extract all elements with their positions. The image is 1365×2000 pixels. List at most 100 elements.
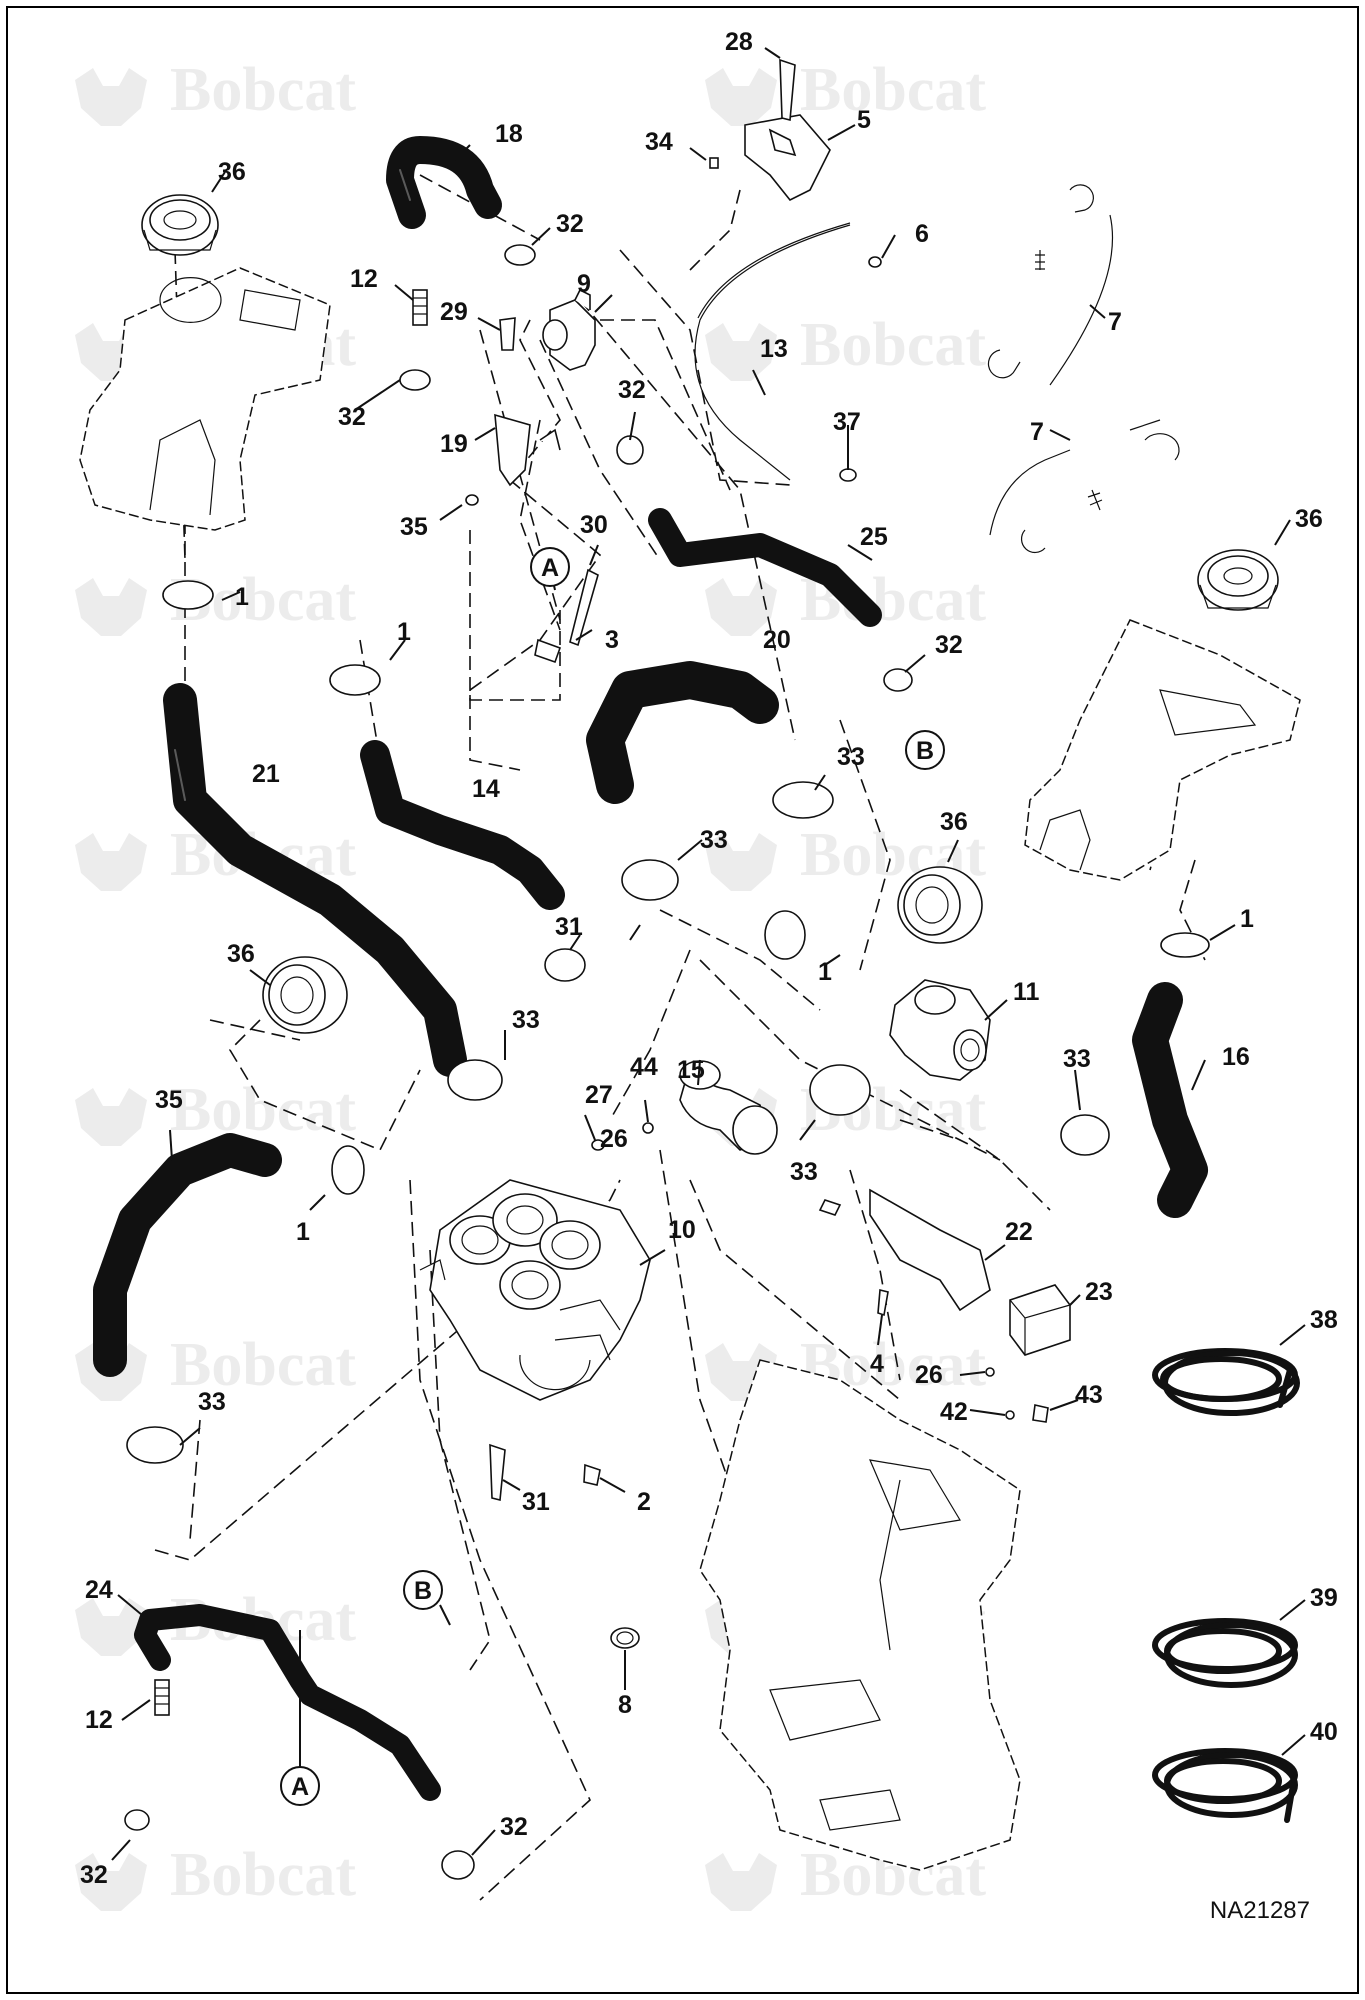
part-label-39: 38 — [1310, 1306, 1338, 1334]
watermark-logo-icon — [75, 68, 147, 126]
part-label-9: 9 — [577, 270, 591, 298]
part-label-34-c: 33 — [512, 1006, 540, 1034]
part-label-31: 31 — [522, 1488, 550, 1516]
part-label-24: 24 — [85, 1576, 113, 1604]
part-label-41: 40 — [1310, 1718, 1338, 1746]
part-label-32-a: 32 — [556, 210, 584, 238]
watermark-text: Bobcat — [800, 311, 986, 379]
watermark-logo-icon — [75, 578, 147, 636]
bracket-block — [869, 1188, 1071, 1356]
callout-b-lower: B — [414, 1577, 432, 1605]
part-label-37-lm: 36 — [227, 940, 255, 968]
part-label-32-e: 32 — [80, 1861, 108, 1889]
callout-b: B — [916, 737, 934, 765]
clip-assemblies — [987, 184, 1180, 554]
watermark-logo-icon — [705, 833, 777, 891]
watermark-logo-icon — [75, 1853, 147, 1911]
part-label-1-a: 1 — [235, 583, 249, 611]
part-label-1-r: 1 — [1240, 905, 1254, 933]
watermark-text: Bobcat — [170, 1331, 356, 1399]
part-label-1-b: 1 — [397, 618, 411, 646]
part-label-4: 4 — [870, 1350, 884, 1378]
engine-block — [419, 1179, 651, 1401]
part-label-29: 29 — [440, 298, 468, 326]
part-label-11: 11 — [1013, 978, 1040, 1006]
part-label-44: 44 — [630, 1053, 658, 1081]
part-label-2: 2 — [637, 1488, 651, 1516]
watermark-logo-icon — [705, 578, 777, 636]
part-label-12-top: 12 — [350, 265, 378, 293]
fittings — [494, 288, 596, 487]
callout-markers: A B B A — [280, 547, 945, 1806]
part-label-40: 39 — [1310, 1584, 1338, 1612]
part-label-1-d: 1 — [296, 1218, 310, 1246]
part-labels: 28 5 34 6 13 37 25 32 7 7 36 1 16 33 38 … — [80, 28, 1338, 1889]
part-label-32-d: 32 — [500, 1813, 528, 1841]
manifold — [889, 979, 991, 1081]
part-label-14: 14 — [472, 775, 500, 803]
part-label-37-m: 36 — [940, 808, 968, 836]
watermark-logo-icon — [75, 833, 147, 891]
watermark-logo-icon — [75, 1088, 147, 1146]
valve-cable — [694, 114, 882, 482]
right-shroud — [1024, 619, 1301, 881]
callout-a-lower: A — [291, 1773, 309, 1801]
wire-coils — [1152, 1348, 1300, 1823]
part-label-5: 5 — [857, 106, 871, 134]
watermark-logo-icon — [705, 323, 777, 381]
part-label-21: 19 — [440, 430, 468, 458]
part-label-7-mid: 7 — [1030, 418, 1044, 446]
watermark-text: Bobcat — [800, 56, 986, 124]
part-label-19: 20 — [763, 626, 791, 654]
watermark-text: Bobcat — [170, 1841, 356, 1909]
part-label-26-b: 26 — [915, 1361, 943, 1389]
part-label-35: 34 — [645, 128, 673, 156]
watermark-logo-icon — [705, 68, 777, 126]
part-label-34-e: 33 — [198, 1388, 226, 1416]
part-label-34-r: 33 — [1063, 1045, 1091, 1073]
watermark-logo-icon — [705, 1853, 777, 1911]
callout-circle-a — [530, 547, 570, 587]
part-label-16: 16 — [1222, 1043, 1250, 1071]
part-label-3: 3 — [605, 626, 619, 654]
part-label-30: 30 — [580, 511, 608, 539]
part-label-7-top: 7 — [1108, 308, 1122, 336]
part-label-18: 21 — [252, 760, 280, 788]
lower-housing — [699, 1359, 1021, 1871]
part-label-15: 15 — [677, 1056, 705, 1084]
part-label-34-a: 33 — [837, 743, 865, 771]
part-label-6: 6 — [915, 220, 929, 248]
drawing-code: NA21287 — [1210, 1897, 1310, 1924]
part-label-34-b: 33 — [700, 826, 728, 854]
watermark-text: Bobcat — [170, 1076, 356, 1144]
leader-lines — [111, 47, 1306, 1861]
part-label-20: 18 — [495, 120, 523, 148]
part-label-37-l: 36 — [218, 158, 246, 186]
part-label-27: 27 — [585, 1081, 613, 1109]
springs — [154, 289, 428, 1716]
part-label-25: 25 — [860, 523, 888, 551]
part-label-26-a: 26 — [600, 1125, 628, 1153]
part-label-32-c: 32 — [338, 403, 366, 431]
part-label-34-d: 33 — [790, 1158, 818, 1186]
callout-a: A — [541, 554, 559, 582]
part-label-13: 13 — [760, 335, 788, 363]
part-label-42: 42 — [940, 1398, 968, 1426]
watermark-text: Bobcat — [170, 56, 356, 124]
callout-circle-a-lower — [280, 1766, 320, 1806]
callout-circle-b — [905, 730, 945, 770]
part-label-36: 35 — [155, 1086, 183, 1114]
caps — [141, 194, 1279, 1034]
part-label-43: 43 — [1075, 1381, 1103, 1409]
clamps — [124, 244, 1210, 1880]
left-shroud — [79, 267, 331, 531]
part-label-28: 28 — [725, 28, 753, 56]
part-label-32-b: 32 — [618, 376, 646, 404]
small-hardware — [465, 58, 1049, 1649]
watermark-logo-icon — [75, 1598, 147, 1656]
part-label-38: 37 — [833, 408, 861, 436]
part-label-12-bottom: 12 — [85, 1706, 113, 1734]
part-label-36-top: 35 — [400, 513, 428, 541]
callout-circle-b-lower — [403, 1570, 443, 1610]
